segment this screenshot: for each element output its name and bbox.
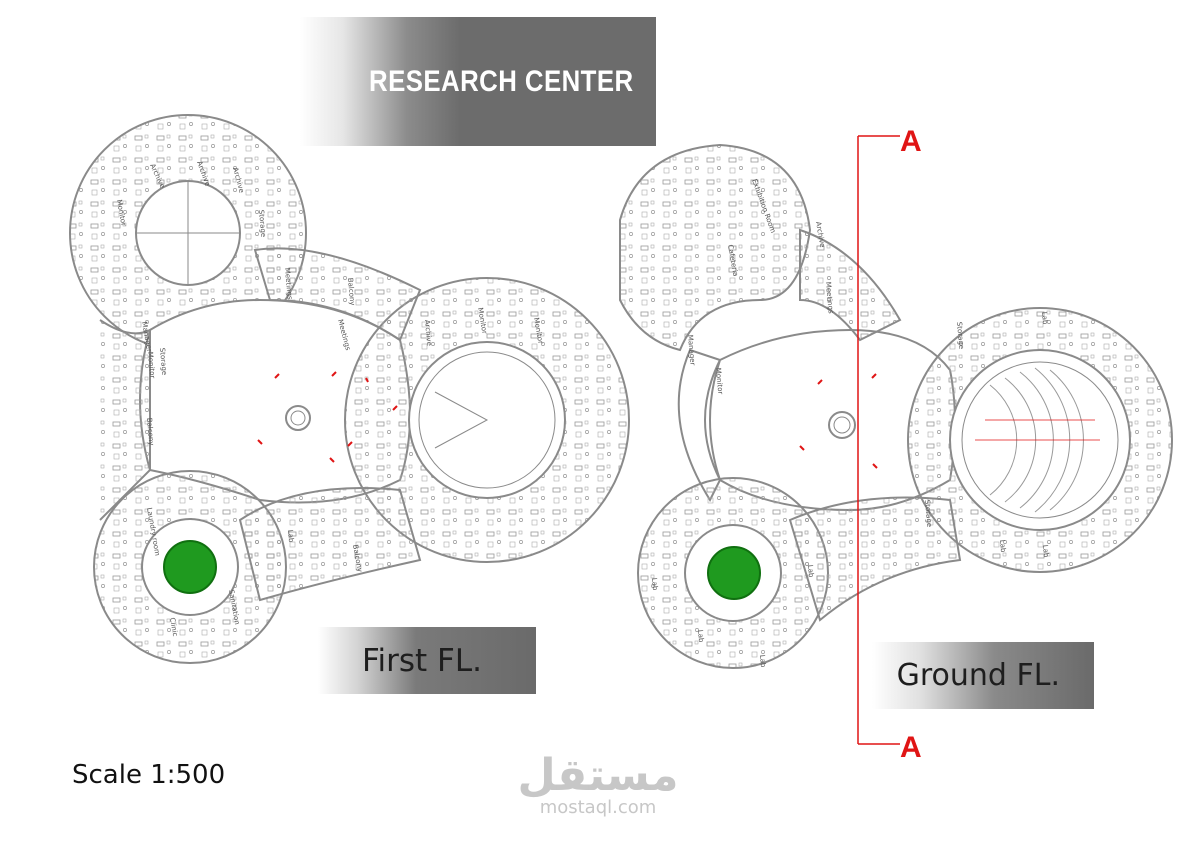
ground-auditorium [961,361,1119,519]
ground-courtyard [707,546,761,600]
ground-floor-caption: Ground FL. [896,658,1060,693]
first-wing-bottom [238,487,422,602]
watermark-latin: mostaql.com [539,797,657,818]
first-floor-caption-banner: First FL. [318,627,536,694]
first-floor-plan [69,114,630,664]
section-line-a: A A [857,125,922,764]
gf-room-label: Manager [686,334,697,365]
ff-room-label: Monitor [146,351,156,378]
first-courtyard [163,540,217,594]
ff-room-label: Balcony [145,417,155,445]
gf-room-label: Lab [758,654,767,668]
ff-room-label: Meetings [283,267,294,300]
gf-room-label: Storage [923,499,933,527]
gf-room-label: Lab [1040,311,1049,325]
gf-room-label: Meetings [824,281,835,314]
section-label-bottom: A [900,731,922,764]
gf-room-label: Monitor [714,367,724,394]
ff-room-label: Lab [286,529,295,543]
gf-room-label: Lab [998,539,1007,553]
page-title: RESEARCH CENTER [369,64,634,98]
first-right-ring-inner [418,351,556,489]
watermark-arabic: مستقل [517,750,679,801]
first-wing-left [99,319,151,521]
watermark-logo: مستقل mostaql.com [508,752,688,818]
ground-cafeteria [619,143,812,352]
section-label-top: A [900,125,922,158]
first-floor-caption: First FL. [361,642,482,679]
ff-room-label: Storage [257,209,267,237]
ff-room-label: Storage [158,347,168,375]
gf-room-label: Lab [1041,544,1050,558]
ff-room-label: Balcony [346,277,356,305]
ground-floor-plan [619,143,1173,669]
gf-room-label: Lab [806,564,815,578]
ground-floor-caption-banner: Ground FL. [872,642,1094,709]
gf-room-label: Storage [955,321,965,349]
ff-room-label: Archive [423,319,433,346]
gf-room-label: Lab [696,629,705,643]
gf-room-label: Lab [650,577,659,591]
title-banner: RESEARCH CENTER [300,17,656,146]
scale-label: Scale 1:500 [72,760,226,790]
first-wing-top [253,247,422,342]
ff-room-label: Clinic [168,617,179,637]
ground-wing-top [799,228,902,342]
ground-wing-bottom [788,496,962,622]
